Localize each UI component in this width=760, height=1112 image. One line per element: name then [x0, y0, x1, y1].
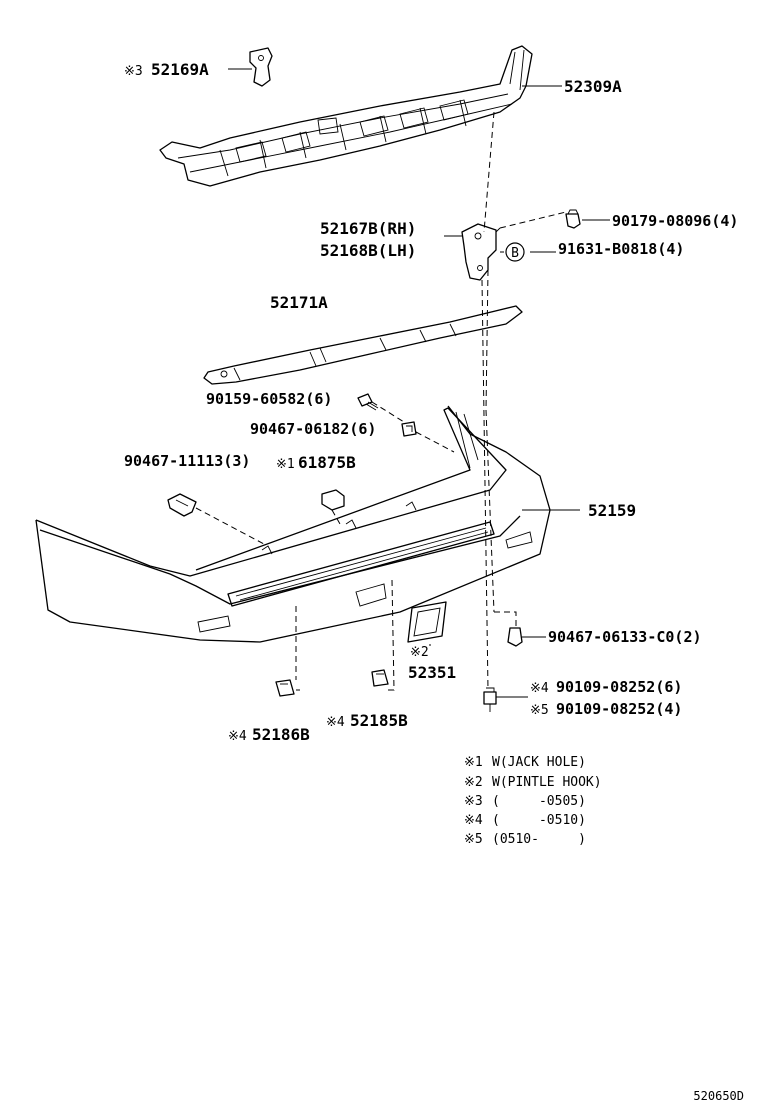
label-90109a: 90109-08252(6)	[556, 678, 682, 696]
note-1-mark: ※1	[464, 755, 483, 770]
label-90159: 90159-60582(6)	[206, 390, 332, 408]
label-52185B: 52185B	[350, 711, 408, 730]
label-90109a-mark: ※4	[530, 681, 549, 696]
clip-90467-06182-drawing	[401, 421, 417, 437]
label-52351-mark: ※2	[410, 645, 429, 660]
note-2-mark: ※2	[464, 775, 483, 790]
label-52309A: 52309A	[564, 77, 622, 96]
bracket-52167B-drawing	[461, 223, 501, 281]
note-3-mark: ※3	[464, 794, 483, 809]
note-1-text: W(JACK HOLE)	[492, 755, 586, 770]
label-52186B-mark: ※4	[228, 729, 247, 744]
note-4-mark: ※4	[464, 813, 483, 828]
label-52185B-mark: ※4	[326, 715, 345, 730]
retainer-52185B-drawing	[371, 669, 389, 687]
bolt-90109-drawing	[483, 687, 497, 712]
clip-90467-11113-drawing	[167, 493, 197, 517]
label-52169A-mark: ※3	[124, 64, 143, 79]
step-pad-52171A-drawing	[203, 305, 523, 385]
label-61875B-mark: ※1	[276, 457, 295, 472]
leader-lines	[228, 68, 610, 698]
label-52168B: 52168B(LH)	[320, 241, 416, 260]
note-2-text: W(PINTLE HOOK)	[492, 775, 602, 790]
screw-90159-drawing	[357, 393, 379, 411]
cover-61875B-drawing	[321, 489, 345, 511]
fastener-b-letter: B	[511, 246, 519, 261]
label-52186B: 52186B	[252, 725, 310, 744]
nut-90179-drawing	[565, 209, 581, 229]
label-90109b-mark: ※5	[530, 703, 549, 718]
label-52171A: 52171A	[270, 293, 328, 312]
cover-52351-drawing	[407, 601, 447, 643]
label-90109b: 90109-08252(4)	[556, 700, 682, 718]
bracket-52169A-drawing	[249, 47, 273, 87]
label-90467-06182: 90467-06182(6)	[250, 420, 376, 438]
label-61875B: 61875B	[298, 453, 356, 472]
label-90467-06133: 90467-06133-C0(2)	[548, 628, 702, 646]
note-3-text: ( -0505)	[492, 794, 586, 809]
label-52169A: 52169A	[151, 60, 209, 79]
part-labels: ※3 52169A 52309A 52167B(RH) 52168B(LH) 9…	[124, 60, 738, 744]
note-4-text: ( -0510)	[492, 813, 586, 828]
label-52159: 52159	[588, 501, 636, 520]
label-91631: 91631-B0818(4)	[558, 240, 684, 258]
label-90179: 90179-08096(4)	[612, 212, 738, 230]
bumper-52159-drawing	[35, 405, 551, 643]
label-52351: 52351	[408, 663, 456, 682]
assembly-dashed-lines	[195, 111, 567, 691]
note-5-mark: ※5	[464, 832, 483, 847]
retainer-52186B-drawing	[275, 679, 295, 697]
notes-list: ※1 W(JACK HOLE) ※2 W(PINTLE HOOK) ※3 ( -…	[464, 755, 602, 847]
reinforcement-52309A-drawing	[159, 45, 533, 187]
diagram-code: 520650D	[693, 1089, 744, 1103]
fastener-b-marker: B	[505, 242, 525, 262]
label-90467-11113: 90467-11113(3)	[124, 452, 250, 470]
clip-90467-06133-drawing	[507, 627, 523, 647]
label-52167B: 52167B(RH)	[320, 219, 416, 238]
note-5-text: (0510- )	[492, 832, 586, 847]
